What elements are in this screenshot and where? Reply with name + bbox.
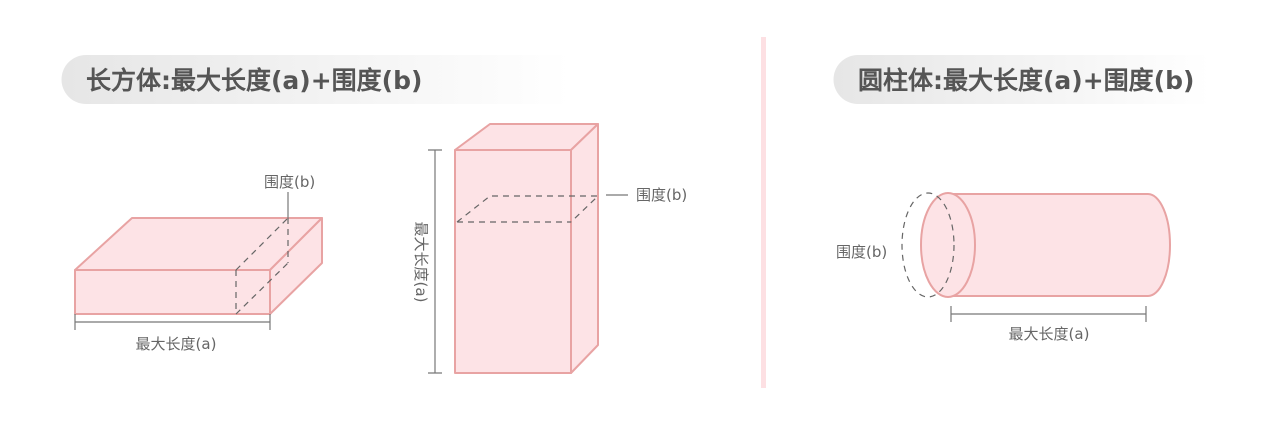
tall-cuboid: 围度(b) 最大长度(a) [412, 123, 687, 374]
tall-box-girth-label: 围度(b) [636, 186, 687, 204]
cylinder-title: 圆柱体:最大长度(a)+围度(b) [858, 66, 1194, 95]
tall-box-length-label: 最大长度(a) [412, 222, 430, 303]
panel-divider [761, 37, 766, 388]
cuboid-title: 长方体:最大长度(a)+围度(b) [86, 66, 422, 95]
cylinder-girth-label: 围度(b) [836, 243, 887, 261]
flat-box-length-label: 最大长度(a) [136, 335, 217, 353]
cylinder-length-label: 最大长度(a) [1009, 325, 1090, 343]
cylinder: 围度(b) 最大长度(a) [836, 192, 1171, 343]
flat-box-girth-label: 围度(b) [264, 173, 315, 191]
cuboid-title-pill: 长方体:最大长度(a)+围度(b) [61, 55, 570, 104]
cylinder-title-pill: 圆柱体:最大长度(a)+围度(b) [833, 55, 1210, 104]
flat-cuboid: 围度(b) 最大长度(a) [74, 173, 323, 353]
